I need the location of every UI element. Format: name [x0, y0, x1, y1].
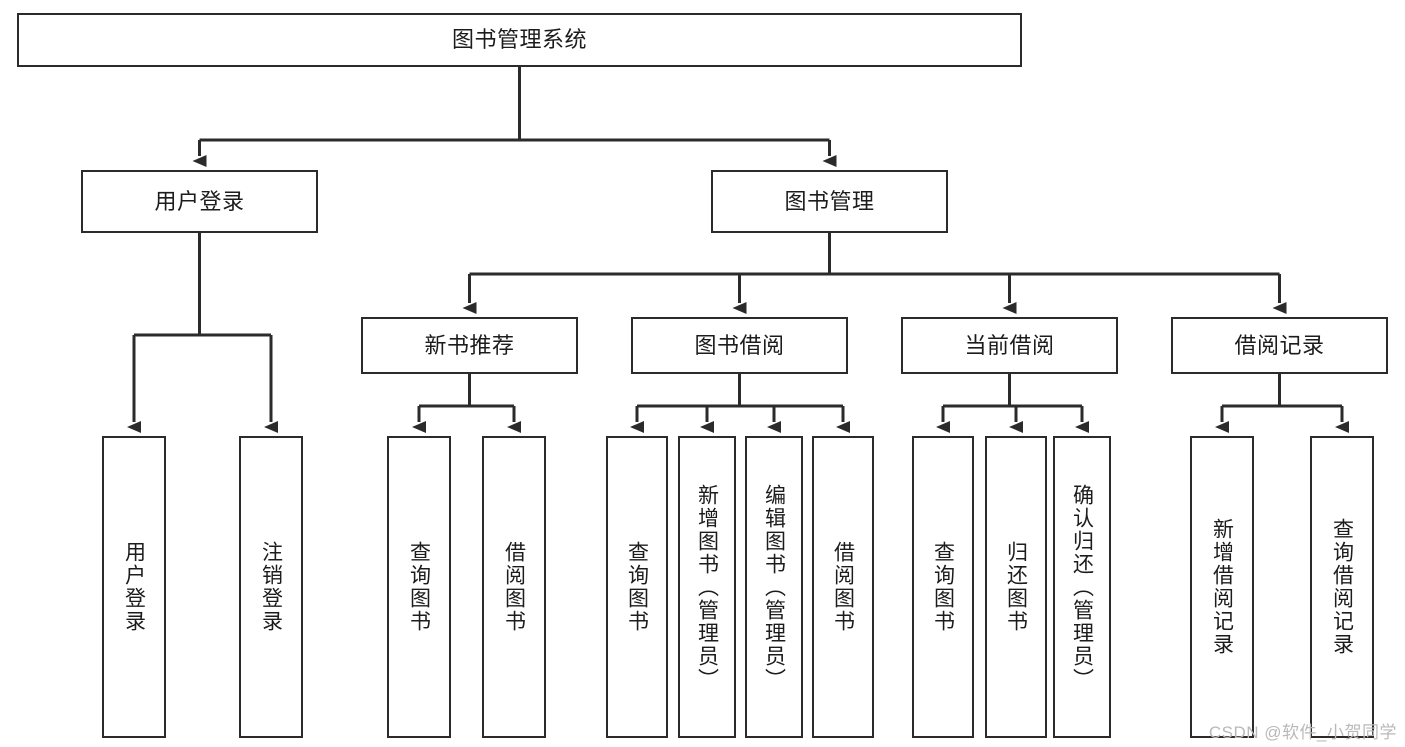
- node-leaf-3[interactable]: 查询图书: [387, 436, 451, 738]
- node-leaf-6[interactable]: 新增图书（管理员）: [678, 436, 736, 738]
- node-label: 当前借阅: [964, 332, 1055, 358]
- node-bookmgmt[interactable]: 图书管理: [711, 170, 948, 233]
- node-label: 用户登录: [122, 541, 146, 633]
- node-label: 查询借阅记录: [1330, 518, 1354, 656]
- node-leaf-7[interactable]: 编辑图书（管理员）: [745, 436, 803, 738]
- node-leaf-1[interactable]: 用户登录: [102, 436, 166, 738]
- node-leaf-5[interactable]: 查询图书: [606, 436, 668, 738]
- node-leaf-11[interactable]: 确认归还（管理员）: [1053, 436, 1111, 738]
- node-label: 借阅图书: [502, 541, 526, 633]
- node-label: 图书借阅: [694, 332, 785, 358]
- node-label: 新书推荐: [424, 332, 515, 358]
- node-newbook[interactable]: 新书推荐: [361, 317, 578, 374]
- node-leaf-13[interactable]: 查询借阅记录: [1310, 436, 1374, 738]
- node-label: 新增图书（管理员）: [695, 483, 719, 691]
- node-label: 查询图书: [407, 541, 431, 633]
- node-label: 注销登录: [259, 541, 283, 633]
- node-label: 图书管理系统: [451, 27, 587, 53]
- node-root[interactable]: 图书管理系统: [17, 13, 1022, 67]
- node-label: 图书管理: [784, 188, 875, 214]
- node-login[interactable]: 用户登录: [81, 170, 318, 233]
- node-current[interactable]: 当前借阅: [901, 317, 1118, 374]
- node-label: 查询图书: [625, 541, 649, 633]
- node-label: 借阅图书: [831, 541, 855, 633]
- node-label: 确认归还（管理员）: [1070, 483, 1094, 691]
- node-borrow[interactable]: 图书借阅: [631, 317, 848, 374]
- node-leaf-4[interactable]: 借阅图书: [482, 436, 546, 738]
- node-leaf-10[interactable]: 归还图书: [985, 436, 1047, 738]
- node-label: 借阅记录: [1234, 332, 1325, 358]
- node-label: 编辑图书（管理员）: [762, 483, 786, 691]
- node-records[interactable]: 借阅记录: [1171, 317, 1388, 374]
- node-leaf-2[interactable]: 注销登录: [239, 436, 303, 738]
- node-label: 新增借阅记录: [1210, 518, 1234, 656]
- node-leaf-8[interactable]: 借阅图书: [812, 436, 874, 738]
- node-leaf-9[interactable]: 查询图书: [912, 436, 974, 738]
- node-label: 归还图书: [1004, 541, 1028, 633]
- node-label: 用户登录: [154, 188, 245, 214]
- node-label: 查询图书: [931, 541, 955, 633]
- node-leaf-12[interactable]: 新增借阅记录: [1190, 436, 1254, 738]
